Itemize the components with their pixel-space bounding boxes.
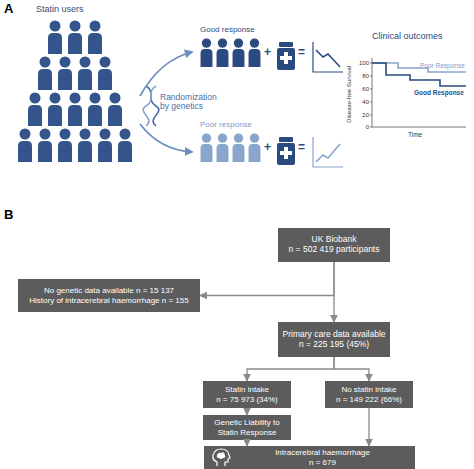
person-icon bbox=[201, 133, 213, 161]
text-label: 0 bbox=[355, 124, 369, 131]
person-icon bbox=[217, 133, 229, 161]
person-icon bbox=[233, 38, 245, 66]
text-label: Good response bbox=[200, 26, 255, 35]
randomization-arrow bbox=[140, 124, 192, 152]
process-box: Statin intaken = 75 973 (34%) bbox=[203, 381, 291, 408]
person-icon bbox=[48, 93, 62, 127]
flow-arrow bbox=[200, 262, 334, 296]
text-label: Clinical outcomes bbox=[372, 32, 443, 42]
box-text: n = 149 222 (66%) bbox=[336, 395, 402, 404]
text-label: Time bbox=[408, 131, 422, 138]
process-box: Genetic Liability to Statin Response bbox=[203, 415, 291, 440]
trend-up-icon bbox=[313, 137, 343, 167]
person-icon bbox=[249, 38, 261, 66]
process-box: No genetic data available n = 15 137Hist… bbox=[18, 279, 200, 312]
box-text: History of intracerebral haemorrhage n =… bbox=[29, 296, 188, 305]
text-label: Randomization by genetics bbox=[160, 93, 226, 112]
text-label: Disease-free Survival bbox=[346, 56, 353, 132]
box-text: No statin intake bbox=[341, 385, 396, 394]
flow-arrow bbox=[246, 408, 247, 415]
person-icon bbox=[58, 57, 72, 91]
good-response-curve bbox=[372, 63, 466, 86]
dna-strand bbox=[143, 86, 156, 126]
brain-icon bbox=[211, 448, 231, 467]
process-box: UK Biobankn = 502 419 participants bbox=[278, 228, 390, 262]
person-icon bbox=[58, 129, 72, 163]
text-label: Poor Response bbox=[420, 62, 465, 69]
flow-arrow bbox=[246, 440, 247, 446]
person-icon bbox=[38, 57, 52, 91]
person-icon bbox=[98, 129, 112, 163]
text-label: Statin users bbox=[36, 5, 84, 15]
person-icon bbox=[118, 129, 132, 163]
box-text: n = 225 195 (45%) bbox=[299, 340, 369, 350]
person-icon bbox=[233, 133, 245, 161]
text-label: = bbox=[298, 46, 305, 59]
person-icon bbox=[38, 129, 52, 163]
person-icon bbox=[217, 38, 229, 66]
person-icon bbox=[28, 93, 42, 127]
process-box: Intracerebral haemorrhagen = 679 bbox=[204, 446, 415, 469]
text-label: + bbox=[264, 46, 271, 59]
survival-chart bbox=[370, 58, 466, 127]
text-label: Poor response bbox=[200, 121, 252, 130]
text-label: A bbox=[4, 2, 13, 16]
text-label: B bbox=[4, 208, 13, 222]
text-label: 100 bbox=[355, 60, 369, 67]
text-label: Good Response bbox=[414, 89, 464, 96]
person-icon bbox=[68, 21, 82, 55]
text-label: 60 bbox=[355, 86, 369, 93]
person-icon bbox=[18, 129, 32, 163]
person-icon bbox=[78, 57, 92, 91]
process-box: Primary care data availablen = 225 195 (… bbox=[278, 322, 390, 357]
box-text: n = 75 973 (34%) bbox=[216, 395, 278, 404]
box-text: No genetic data available n = 15 137 bbox=[44, 286, 174, 295]
trend-down-icon bbox=[313, 42, 343, 72]
flow-arrow bbox=[333, 262, 334, 322]
text-label: + bbox=[264, 141, 271, 154]
text-label: = bbox=[298, 141, 305, 154]
randomization-arrow bbox=[140, 52, 192, 96]
box-text: n = 502 419 participants bbox=[289, 245, 380, 255]
pill-bottle bbox=[277, 137, 295, 165]
person-icon bbox=[249, 133, 261, 161]
process-box: No statin intaken = 149 222 (66%) bbox=[325, 381, 413, 408]
box-text: Primary care data available bbox=[283, 330, 386, 340]
flow-arrow bbox=[247, 357, 334, 381]
people-icons bbox=[18, 21, 260, 163]
text-label: 20 bbox=[355, 112, 369, 119]
person-icon bbox=[48, 21, 62, 55]
box-text: Genetic Liability to Statin Response bbox=[207, 418, 287, 436]
flow-arrow bbox=[368, 408, 369, 446]
text-label: 40 bbox=[355, 99, 369, 106]
text-label: 80 bbox=[355, 73, 369, 80]
pill-bottle bbox=[277, 42, 295, 70]
person-icon bbox=[78, 129, 92, 163]
box-text: Intracerebral haemorrhage bbox=[275, 448, 370, 457]
person-icon bbox=[108, 93, 122, 127]
person-icon bbox=[98, 57, 112, 91]
box-text: UK Biobank bbox=[312, 235, 357, 245]
person-icon bbox=[88, 21, 102, 55]
flow-arrow bbox=[334, 357, 369, 381]
box-text: n = 679 bbox=[309, 458, 336, 467]
box-text: Statin intake bbox=[225, 385, 269, 394]
person-icon bbox=[88, 93, 102, 127]
person-icon bbox=[68, 93, 82, 127]
person-icon bbox=[201, 38, 213, 66]
